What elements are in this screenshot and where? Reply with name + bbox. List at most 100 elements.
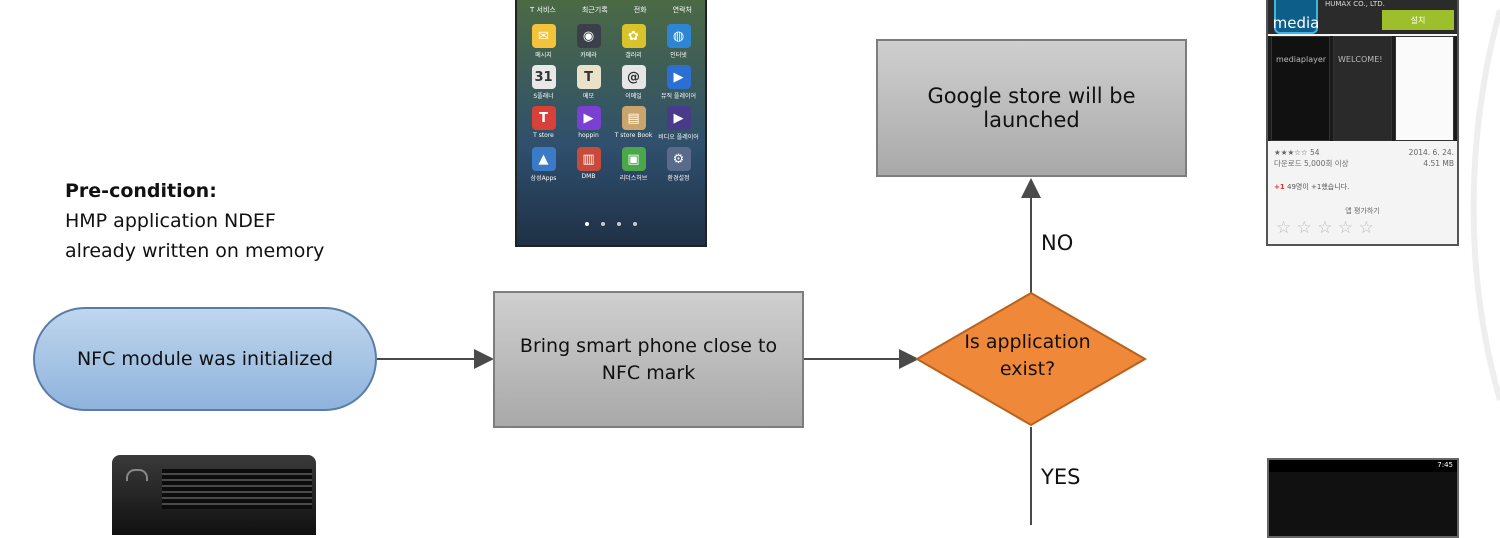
phone-tab: 최근기록 (581, 6, 608, 14)
device-vent-grille (162, 469, 312, 509)
media-app-icon: media (1273, 0, 1319, 34)
store-shot-3 (1395, 36, 1454, 141)
app-item: ▶ hoppin (566, 106, 611, 141)
tstore-icon: T (531, 106, 556, 130)
precondition-line-1: HMP application NDEF (65, 210, 276, 232)
memo-icon: T (576, 65, 601, 89)
update-date: 2014. 6. 24. (1408, 148, 1454, 157)
app-item: @ 이메일 (611, 65, 656, 100)
app-label: 환경설정 (667, 175, 690, 182)
calendar-icon: 31 (531, 65, 556, 89)
app-item: ▤ T store Book (611, 106, 656, 141)
phone-store-screenshot: media HUMAX CO., LTD. 설치 mediaplayer WEL… (1266, 0, 1459, 246)
app-item: ✿ 갤러리 (611, 24, 656, 59)
app-label: 이메일 (625, 93, 642, 100)
publisher-name: HUMAX CO., LTD. (1325, 0, 1385, 8)
process-node-line-2: NFC mark (601, 361, 696, 384)
decision-line-1: Is application (964, 331, 1091, 353)
app-label: S플래너 (533, 93, 554, 100)
email-icon: @ (621, 65, 646, 89)
phone-tab: 연락처 (672, 6, 692, 14)
result-node-label: Google store will be launched (927, 84, 1136, 132)
status-time: 7:45 (1437, 461, 1453, 469)
phone-tab-row: T 서비스 최근기록 전화 연락처 (517, 0, 705, 20)
app-item: T 메모 (566, 65, 611, 100)
flow-connectors (377, 9, 1500, 525)
book-icon: ▤ (621, 106, 646, 130)
app-label: 뮤직 플레이어 (660, 93, 697, 100)
precondition-line-2: already written on memory (65, 240, 325, 262)
readers-hub-icon: ▣ (621, 147, 646, 171)
app-item: ▶비디오 플레이어 (656, 106, 701, 141)
app-label: 리더스허브 (619, 175, 648, 182)
download-count: 다운로드 5,000회 이상 (1274, 159, 1349, 168)
store-screenshots: mediaplayer WELCOME! (1268, 36, 1457, 141)
rating-input-stars: ☆ ☆ ☆ ☆ ☆ (1276, 218, 1374, 238)
app-item: ⚙ 환경설정 (656, 147, 701, 182)
app-item: T T store (521, 106, 566, 141)
plus-one-row: +1 49명이 +1했습니다. (1274, 182, 1349, 192)
app-label: 갤러리 (625, 52, 642, 59)
device-logo-icon (126, 469, 148, 481)
install-button: 설치 (1382, 10, 1454, 30)
app-item: ▲ 삼성Apps (521, 147, 566, 182)
phone-tab: 전화 (633, 6, 647, 14)
result-node-google-store: Google store will be launched (876, 39, 1187, 177)
app-item: ▥ DMB (566, 147, 611, 182)
gallery-icon: ✿ (621, 24, 646, 48)
plus-one-badge: +1 (1274, 183, 1285, 191)
edge-label-no: NO (1041, 231, 1074, 255)
edge-label-yes: YES (1041, 465, 1081, 489)
app-label: 삼성Apps (530, 175, 557, 182)
globe-icon: ◍ (666, 24, 691, 48)
decision-line-2: exist? (999, 358, 1056, 380)
dmb-icon: ▥ (576, 147, 601, 171)
app-label: T store (533, 132, 554, 139)
precondition-note: Pre-condition: HMP application NDEF alre… (65, 176, 324, 266)
rating-stars: ★★★☆☆ (1274, 148, 1308, 157)
app-item: ✉ 메시지 (521, 24, 566, 59)
shot-title: mediaplayer (1276, 55, 1327, 64)
plus-one-text: 49명이 +1했습니다. (1286, 183, 1350, 191)
decision-diamond (915, 291, 1147, 427)
app-item: ▶ 뮤직 플레이어 (656, 65, 701, 100)
corner-decoration (1470, 9, 1500, 401)
process-node-line-1: Bring smart phone close to (519, 334, 778, 357)
samsung-apps-icon: ▲ (531, 147, 556, 171)
app-item: ◍ 인터넷 (656, 24, 701, 59)
camera-icon: ◉ (576, 24, 601, 48)
phone-app-screenshot: 7:45 (1267, 458, 1459, 538)
app-label: 비디오 플레이어 (658, 134, 699, 141)
envelope-icon: ✉ (531, 24, 556, 48)
app-label: 카메라 (580, 52, 597, 59)
hoppin-icon: ▶ (576, 106, 601, 130)
phone-tab: T 서비스 (530, 6, 556, 14)
set-top-box-image (112, 455, 316, 535)
app-label: 메모 (582, 93, 595, 100)
start-node-label: NFC module was initialized (76, 348, 334, 370)
process-node-bring-phone: Bring smart phone close to NFC mark (493, 291, 804, 428)
settings-icon: ⚙ (666, 147, 691, 171)
status-bar (1269, 460, 1457, 472)
store-shot-1: mediaplayer (1271, 36, 1330, 141)
start-node: NFC module was initialized (33, 307, 377, 411)
app-item: ◉ 카메라 (566, 24, 611, 59)
app-item: ▣ 리더스허브 (611, 147, 656, 182)
app-size: 4.51 MB (1423, 159, 1454, 168)
rating-count: 54 (1310, 148, 1320, 157)
music-icon: ▶ (666, 65, 691, 89)
app-label: T store Book (614, 132, 653, 139)
precondition-heading: Pre-condition: (65, 180, 217, 202)
store-meta: ★★★☆☆ 54 다운로드 5,000회 이상 2014. 6. 24. 4.5… (1274, 147, 1454, 169)
app-label: 인터넷 (670, 52, 687, 59)
app-label: 메시지 (535, 52, 552, 59)
app-label: DMB (581, 173, 596, 180)
rate-app-label: 앱 평가하기 (1345, 207, 1380, 215)
store-shot-2: WELCOME! (1333, 36, 1392, 141)
decision-label: Is application exist? (945, 329, 1110, 389)
page-indicator (517, 222, 705, 226)
app-label: hoppin (578, 132, 599, 139)
